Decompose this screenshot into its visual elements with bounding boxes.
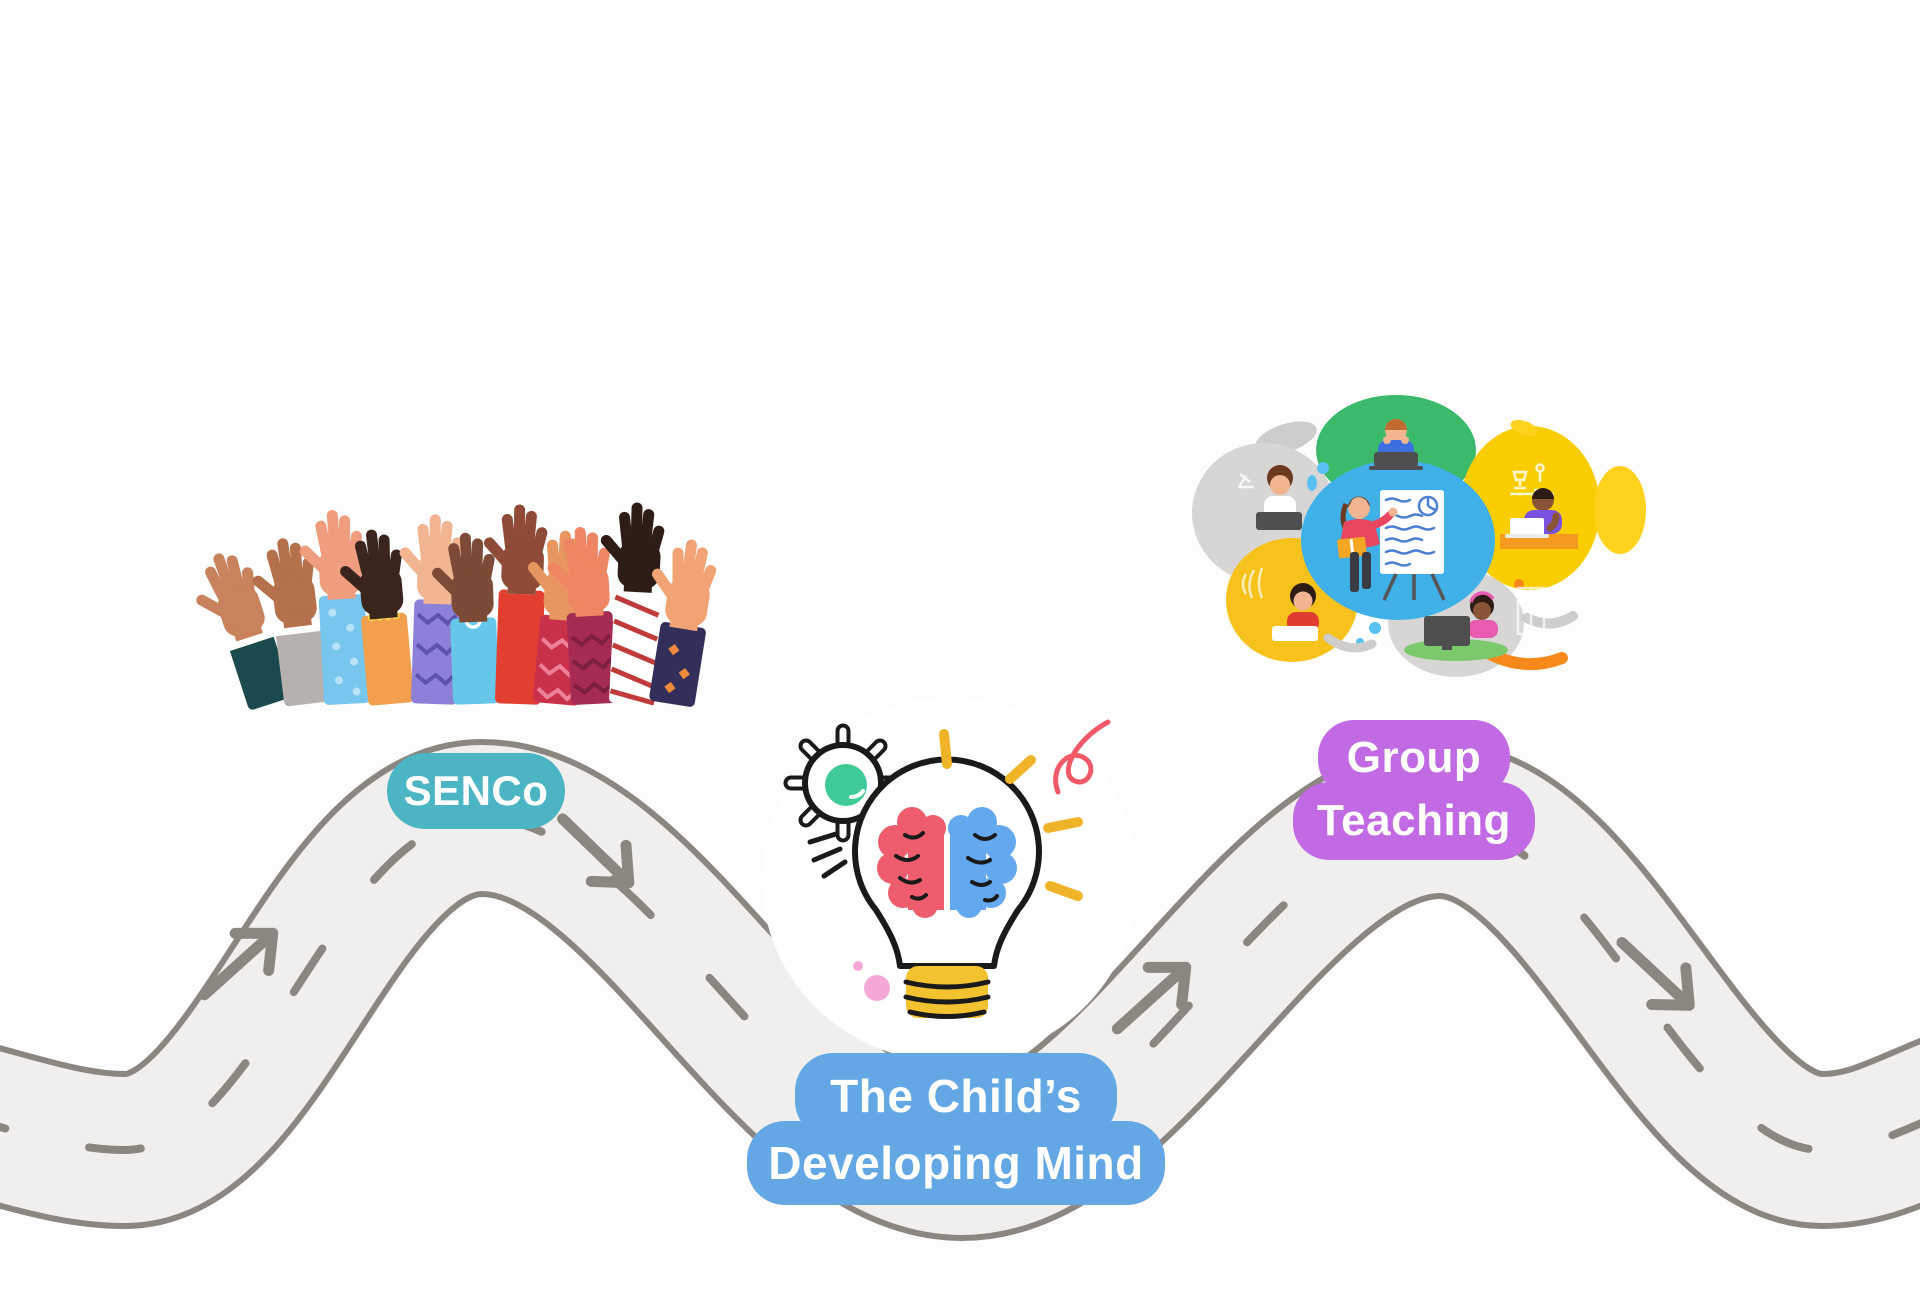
student-figure-bottom-left [1241,567,1319,641]
raised-hand [343,533,414,706]
road-arrow-down-1 [557,813,635,889]
raised-hand [436,537,499,705]
milestone-group-teaching: Group Teaching [1292,720,1536,860]
brain-right [948,807,1017,918]
brain-folds [894,831,999,903]
pink-dots [853,961,890,1001]
road-arrow-up-1 [198,927,279,1001]
student-figure-left [1237,465,1302,530]
raised-hand [551,531,617,705]
raised-hand [484,509,548,705]
student-figure-bottom [1404,586,1546,661]
milestone-childs-developing-mind: The Child’s Developing Mind [746,1053,1166,1205]
accent-blob [1594,466,1646,554]
raised-hands-illustration [191,506,719,710]
idea-bulb-illustration [762,698,1138,1062]
teacher-figure [1337,496,1398,592]
laptop-icon [1505,518,1549,538]
gear-green-dot [825,764,867,806]
red-squiggle [1053,719,1111,795]
gear-motion-lines [807,831,848,879]
student-figure-right [1500,463,1578,549]
road-arrow-up-2 [1111,961,1192,1035]
raised-hand [638,541,719,707]
road-arrow-down-2 [1616,937,1695,1011]
milestone-senco-label: SENCo [387,753,565,829]
raised-hand [191,550,292,710]
classroom-scene-illustration [1192,395,1646,677]
idea-rays [939,729,1083,901]
lightbulb-icon [852,756,1042,969]
raised-hand [254,540,330,707]
winding-road [0,801,1920,1162]
raised-hand [400,519,463,705]
milestone-senco: SENCo [387,753,565,829]
bulb-base [903,966,991,1019]
raised-hand [303,514,370,705]
student-figure-top [1369,398,1506,470]
raised-hand [598,506,665,706]
scene-accents [1307,419,1578,671]
milestone-group-label-line2: Teaching [1293,782,1535,860]
milestone-child-label-line2: Developing Mind [747,1121,1165,1205]
